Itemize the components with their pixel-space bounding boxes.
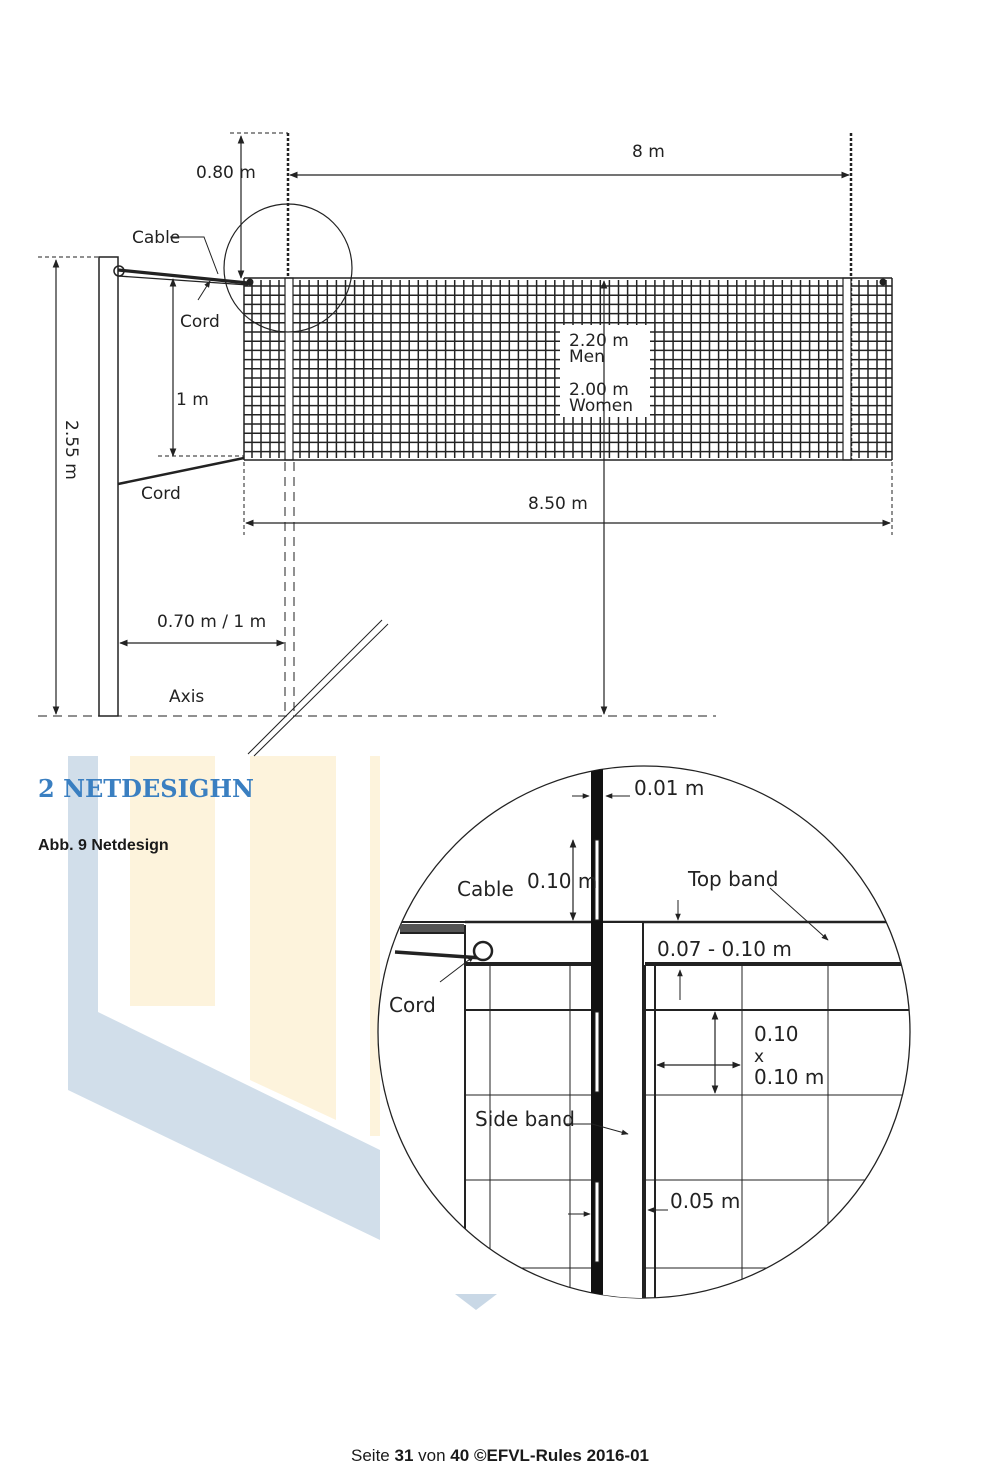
label-1m: 1 m: [176, 390, 209, 410]
section-title: NETDESIGHN: [63, 774, 254, 803]
label-0-80: 0.80 m: [196, 163, 256, 183]
label-2-20: 2.20 m: [569, 331, 629, 351]
section-number: 2: [38, 774, 55, 803]
detail-marker-circle: [223, 203, 353, 333]
detail-label-mesh-a: 0.10: [754, 1022, 799, 1046]
page-footer: Seite 31 von 40 ©EFVL-Rules 2016-01: [0, 1446, 1000, 1466]
detail-label-top-band: Top band: [687, 867, 778, 891]
watermark-logo: [68, 756, 497, 1310]
main-labels: 0.80 m 8 m Cable Cord 1 m 2.55 m 2.20 m …: [61, 142, 665, 707]
label-axis: Axis: [169, 687, 204, 707]
net-elevation: [38, 132, 893, 757]
section-heading: 2 NETDESIGHN: [38, 774, 254, 803]
footer-von: von: [418, 1446, 446, 1465]
label-0-70: 0.70 m / 1 m: [157, 612, 266, 632]
label-men: Men: [569, 347, 605, 367]
cord-bottom: [117, 456, 245, 486]
label-8-50: 8.50 m: [528, 494, 588, 514]
footer-seite: Seite: [351, 1446, 390, 1465]
detail-label-side-band: Side band: [475, 1107, 575, 1131]
detail-label-cord: Cord: [389, 993, 436, 1017]
footer-total-pages: 40: [450, 1446, 470, 1465]
post: [98, 256, 119, 717]
label-2-00: 2.00 m: [569, 380, 629, 400]
footer-rules: ©EFVL-Rules 2016-01: [473, 1446, 649, 1465]
label-2-55: 2.55 m: [61, 420, 81, 480]
label-8m: 8 m: [632, 142, 665, 162]
detail-label-cable: Cable: [457, 877, 514, 901]
detail-label-0-01: 0.01 m: [634, 776, 704, 800]
net-mesh: [244, 280, 892, 458]
label-cable: Cable: [132, 228, 180, 248]
side-band-right: [842, 277, 852, 461]
net-detail-view: 0.01 m 0.10 m Cable Top band 0.07 - 0.10…: [377, 765, 911, 1299]
cable: [117, 268, 249, 285]
side-band: [599, 921, 644, 1298]
label-women: Women: [569, 396, 633, 416]
label-cord-bottom: Cord: [141, 484, 181, 504]
figure-caption: Abb. 9 Netdesign: [38, 837, 169, 854]
detail-label-0-05: 0.05 m: [670, 1189, 740, 1213]
detail-label-0-07: 0.07 - 0.10 m: [657, 937, 792, 961]
detail-label-mesh-x: x: [754, 1047, 764, 1067]
detail-label-0-10: 0.10 m: [527, 869, 597, 893]
detail-label-mesh-b: 0.10 m: [754, 1065, 824, 1089]
side-band-left: [284, 277, 294, 461]
footer-page-number: 31: [394, 1446, 414, 1465]
label-cord-top: Cord: [180, 312, 220, 332]
